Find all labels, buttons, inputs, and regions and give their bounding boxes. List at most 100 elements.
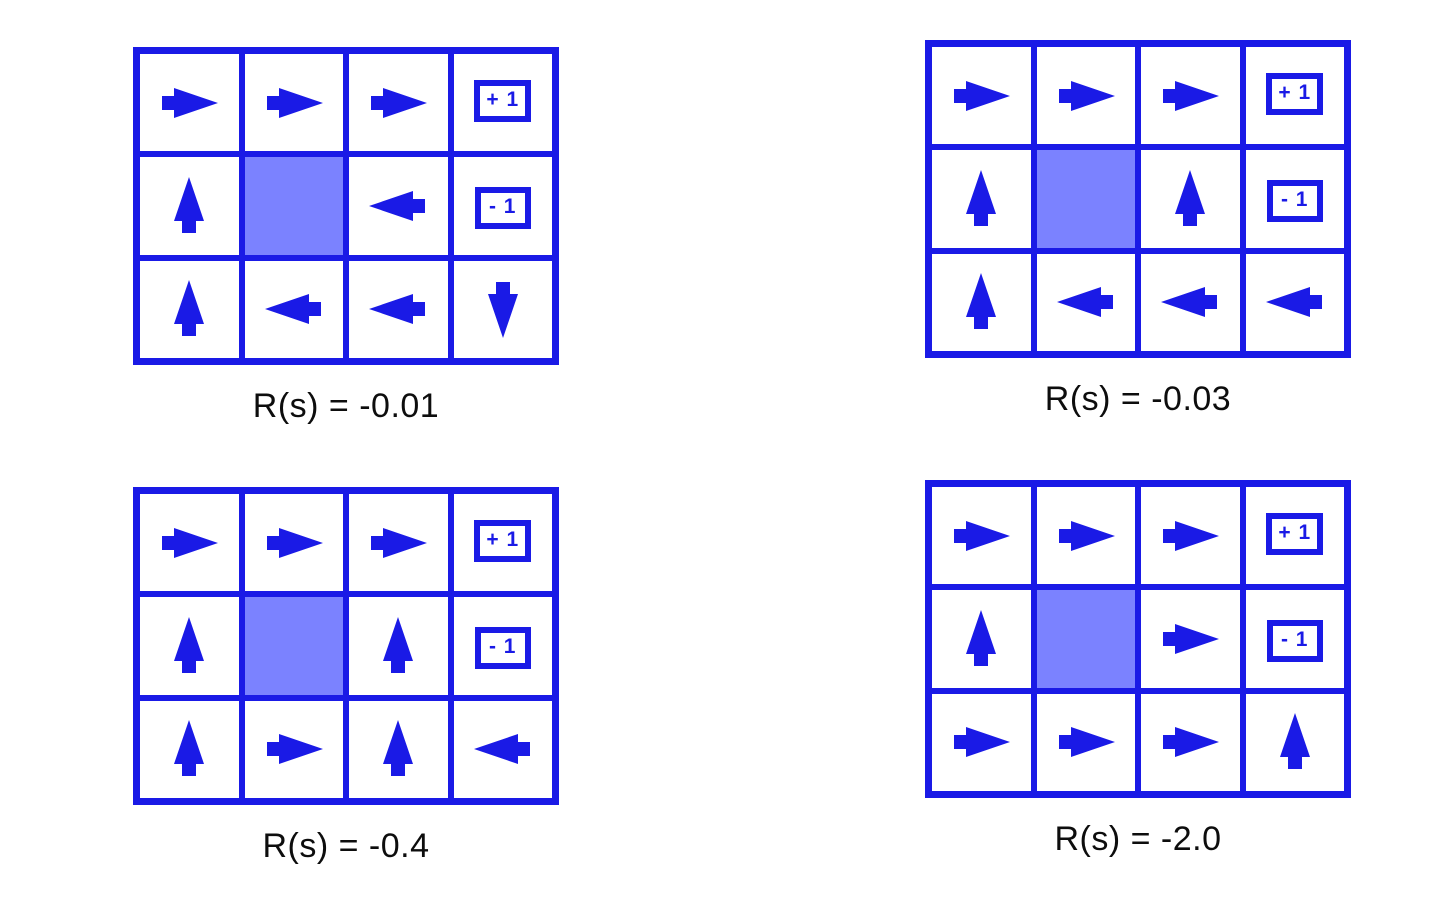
policy-grid: + 1 - 1 bbox=[133, 47, 559, 365]
grid-cell-r3-c3[interactable] bbox=[1141, 693, 1240, 791]
arrow-up-icon bbox=[154, 171, 224, 241]
arrow-up-icon bbox=[154, 714, 224, 784]
grid-cell-r3-c1[interactable] bbox=[140, 700, 239, 798]
terminal-reward-positive-badge: + 1 bbox=[1266, 512, 1324, 555]
arrow-up-icon bbox=[946, 164, 1016, 234]
panel-reward-label: R(s) = -2.0 bbox=[1054, 820, 1222, 858]
terminal-reward-negative-badge: - 1 bbox=[474, 186, 531, 229]
panel-reward-label: R(s) = -0.01 bbox=[252, 387, 440, 425]
grid-cell-r3-c1[interactable] bbox=[932, 253, 1031, 351]
grid-cell-r2-c3[interactable] bbox=[349, 597, 448, 695]
grid-cell-r2-c1[interactable] bbox=[140, 157, 239, 255]
grid-cell-r1-c1[interactable] bbox=[932, 487, 1031, 585]
arrow-right-icon bbox=[1155, 501, 1225, 571]
grid-cell-r3-c3[interactable] bbox=[349, 260, 448, 358]
arrow-up-icon bbox=[154, 611, 224, 681]
grid-cell-r1-c4[interactable]: + 1 bbox=[1245, 47, 1344, 145]
grid-cell-r1-c2[interactable] bbox=[244, 494, 343, 592]
grid-cell-r3-c2[interactable] bbox=[244, 260, 343, 358]
arrow-right-icon bbox=[259, 714, 329, 784]
policy-grid: + 1 - 1 bbox=[925, 480, 1351, 798]
grid-cell-r1-c1[interactable] bbox=[140, 54, 239, 152]
grid-cell-r1-c2[interactable] bbox=[1036, 487, 1135, 585]
arrow-right-icon bbox=[1155, 604, 1225, 674]
grid-cell-r2-c3[interactable] bbox=[349, 157, 448, 255]
terminal-reward-negative-badge: - 1 bbox=[1266, 619, 1323, 662]
arrow-right-icon bbox=[259, 508, 329, 578]
grid-cell-r2-c4[interactable]: - 1 bbox=[453, 157, 552, 255]
grid-cell-r3-c4[interactable] bbox=[1245, 253, 1344, 351]
arrow-left-icon bbox=[259, 274, 329, 344]
arrow-left-icon bbox=[363, 274, 433, 344]
grid-cell-r3-c4[interactable] bbox=[453, 700, 552, 798]
grid-cell-r1-c2[interactable] bbox=[244, 54, 343, 152]
arrow-left-icon bbox=[1051, 267, 1121, 337]
badge-label: + 1 bbox=[1278, 520, 1312, 544]
grid-cell-r3-c1[interactable] bbox=[140, 260, 239, 358]
policy-panel: + 1 - 1 R(s) = -2.0 bbox=[925, 480, 1351, 859]
arrow-right-icon bbox=[259, 68, 329, 138]
arrow-up-icon bbox=[1155, 164, 1225, 234]
policy-grid: + 1 - 1 bbox=[925, 40, 1351, 358]
arrow-left-icon bbox=[1155, 267, 1225, 337]
grid-cell-r3-c4[interactable] bbox=[453, 260, 552, 358]
grid-cell-r2-c1[interactable] bbox=[140, 597, 239, 695]
grid-cell-r2-c4[interactable]: - 1 bbox=[453, 597, 552, 695]
grid-cell-r1-c1[interactable] bbox=[140, 494, 239, 592]
grid-cell-r1-c3[interactable] bbox=[349, 494, 448, 592]
arrow-left-icon bbox=[1260, 267, 1330, 337]
policy-panel: + 1 - 1 R(s) = -0.4 bbox=[133, 487, 559, 866]
arrow-right-icon bbox=[1155, 61, 1225, 131]
grid-cell-r3-c1[interactable] bbox=[932, 693, 1031, 791]
grid-cell-wall[interactable] bbox=[1036, 150, 1135, 248]
arrow-up-icon bbox=[363, 714, 433, 784]
policy-panel: + 1 - 1 R(s) = -0.01 bbox=[133, 47, 559, 426]
grid-cell-r2-c4[interactable]: - 1 bbox=[1245, 150, 1344, 248]
arrow-right-icon bbox=[1155, 707, 1225, 777]
grid-cell-r3-c4[interactable] bbox=[1245, 693, 1344, 791]
arrow-down-icon bbox=[468, 274, 538, 344]
arrow-right-icon bbox=[1051, 707, 1121, 777]
grid-cell-r3-c3[interactable] bbox=[349, 700, 448, 798]
grid-cell-r1-c4[interactable]: + 1 bbox=[1245, 487, 1344, 585]
grid-cell-r1-c2[interactable] bbox=[1036, 47, 1135, 145]
terminal-reward-positive-badge: + 1 bbox=[474, 519, 532, 562]
grid-cell-r3-c2[interactable] bbox=[1036, 253, 1135, 351]
badge-label: + 1 bbox=[486, 87, 520, 111]
arrow-right-icon bbox=[154, 508, 224, 578]
badge-label: - 1 bbox=[488, 634, 517, 658]
arrow-up-icon bbox=[363, 611, 433, 681]
grid-cell-r1-c3[interactable] bbox=[1141, 47, 1240, 145]
grid-cell-r3-c2[interactable] bbox=[244, 700, 343, 798]
grid-cell-wall[interactable] bbox=[244, 597, 343, 695]
terminal-reward-negative-badge: - 1 bbox=[1266, 179, 1323, 222]
arrow-left-icon bbox=[468, 714, 538, 784]
grid-cell-r2-c4[interactable]: - 1 bbox=[1245, 590, 1344, 688]
grid-cell-r2-c3[interactable] bbox=[1141, 590, 1240, 688]
arrow-right-icon bbox=[1051, 61, 1121, 131]
panel-reward-label: R(s) = -0.4 bbox=[262, 827, 430, 865]
terminal-reward-negative-badge: - 1 bbox=[474, 626, 531, 669]
grid-cell-r2-c1[interactable] bbox=[932, 150, 1031, 248]
grid-cell-r1-c3[interactable] bbox=[349, 54, 448, 152]
grid-cell-r1-c4[interactable]: + 1 bbox=[453, 494, 552, 592]
grid-cell-wall[interactable] bbox=[244, 157, 343, 255]
grid-cell-r2-c3[interactable] bbox=[1141, 150, 1240, 248]
panel-reward-label: R(s) = -0.03 bbox=[1044, 380, 1232, 418]
grid-cell-r3-c2[interactable] bbox=[1036, 693, 1135, 791]
policy-panel: + 1 - 1 R(s) = -0.03 bbox=[925, 40, 1351, 419]
policy-grid: + 1 - 1 bbox=[133, 487, 559, 805]
arrow-right-icon bbox=[946, 707, 1016, 777]
badge-label: - 1 bbox=[1280, 627, 1309, 651]
badge-label: - 1 bbox=[488, 194, 517, 218]
grid-cell-r3-c3[interactable] bbox=[1141, 253, 1240, 351]
terminal-reward-positive-badge: + 1 bbox=[474, 79, 532, 122]
grid-cell-r2-c1[interactable] bbox=[932, 590, 1031, 688]
arrow-right-icon bbox=[154, 68, 224, 138]
grid-cell-wall[interactable] bbox=[1036, 590, 1135, 688]
grid-cell-r1-c4[interactable]: + 1 bbox=[453, 54, 552, 152]
grid-cell-r1-c3[interactable] bbox=[1141, 487, 1240, 585]
grid-cell-r1-c1[interactable] bbox=[932, 47, 1031, 145]
arrow-up-icon bbox=[1260, 707, 1330, 777]
